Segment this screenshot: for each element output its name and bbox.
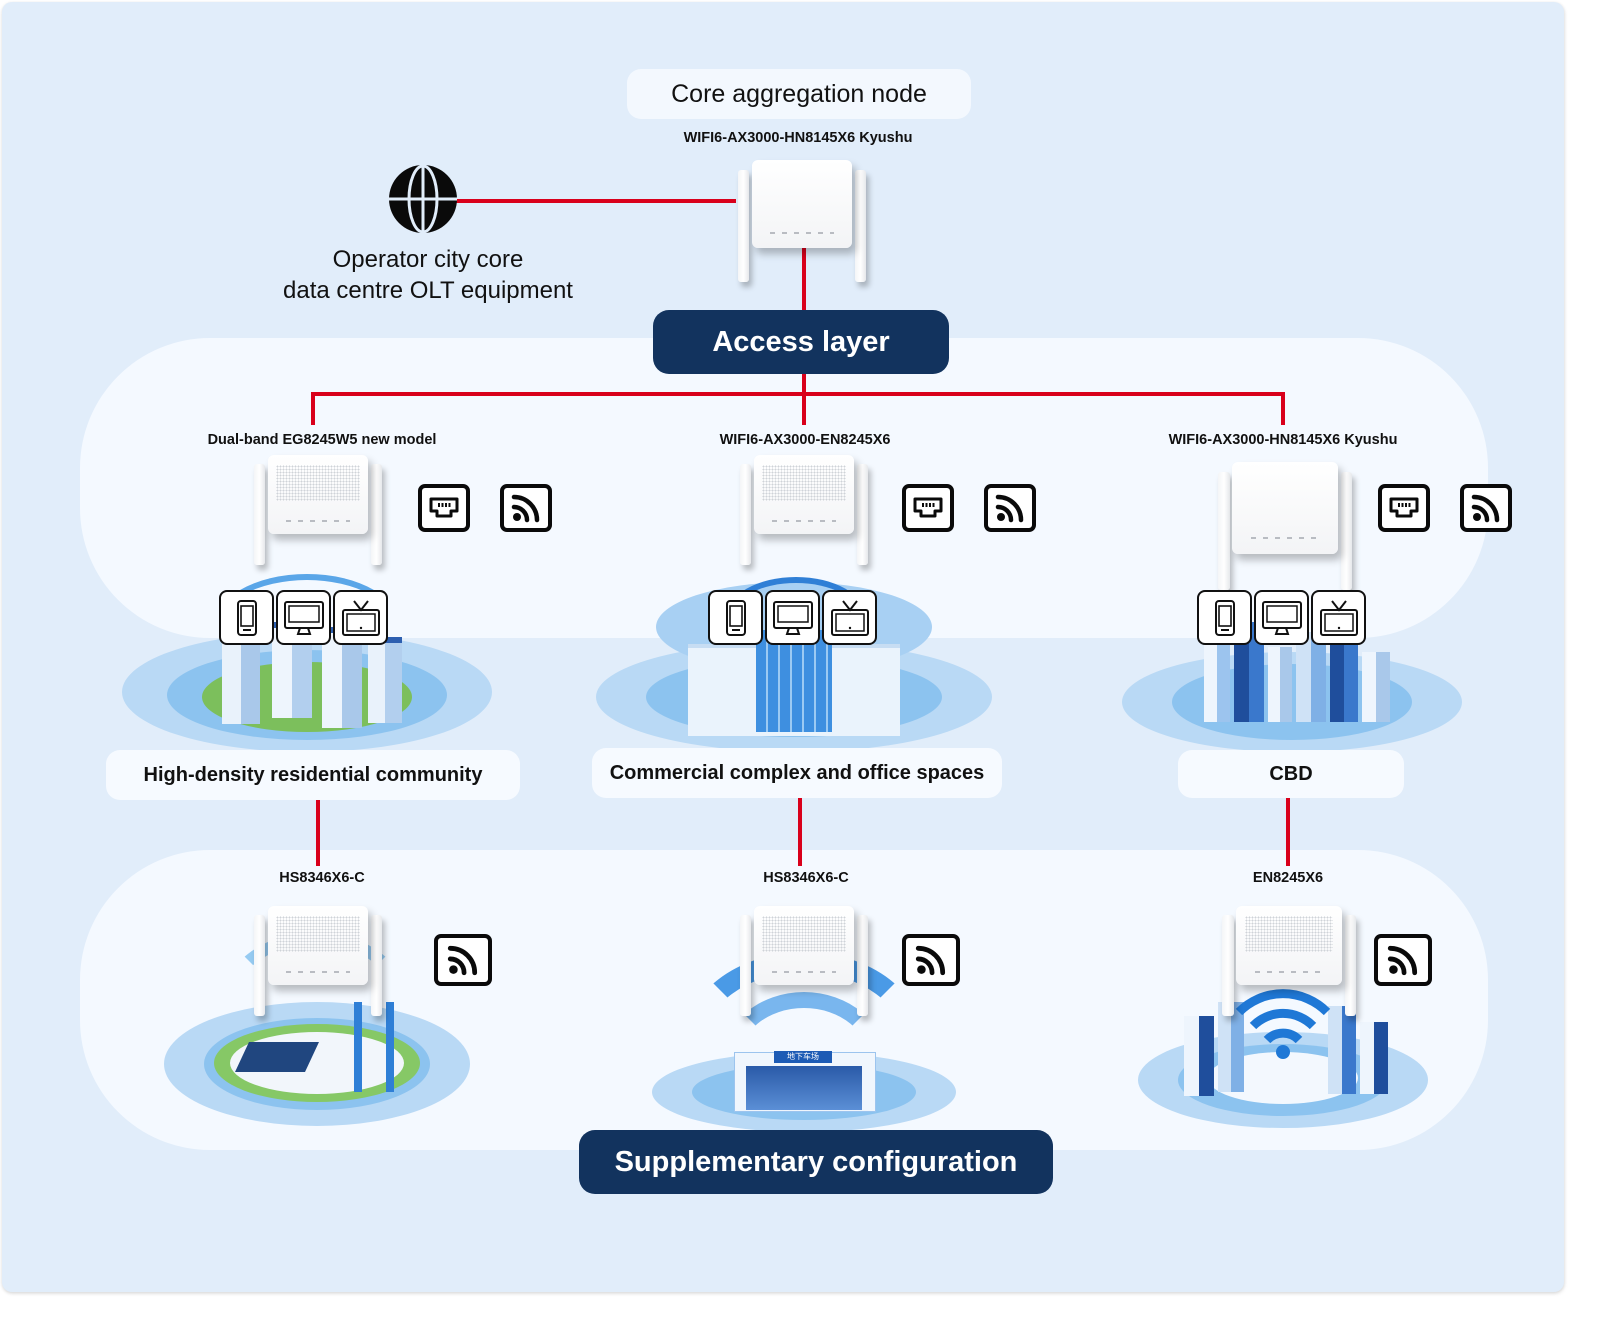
access-node-3-model: WIFI6-AX3000-HN8145X6 Kyushu xyxy=(1168,432,1398,448)
link-supp-left xyxy=(316,798,320,866)
link-supp-center xyxy=(798,798,802,866)
access-node-3-router-image xyxy=(1212,462,1358,590)
supp-node-3-model: EN8245X6 xyxy=(1252,870,1324,886)
supp-node-1-router-image xyxy=(248,906,388,1016)
globe-icon xyxy=(389,164,457,234)
ethernet-port-icon xyxy=(418,484,470,532)
smartphone-icon xyxy=(708,590,763,645)
access-node-1-devices xyxy=(219,590,388,645)
desktop-monitor-icon xyxy=(276,590,331,645)
wireless-signal-icon xyxy=(902,934,960,986)
link-access-right-drop xyxy=(1281,392,1285,425)
underground-parking-illustration: 地下车场 xyxy=(652,952,956,1132)
wireless-signal-icon xyxy=(1460,484,1512,532)
access-node-2-router-image xyxy=(734,455,874,565)
access-node-2-model: WIFI6-AX3000-EN8245X6 xyxy=(719,432,891,448)
ethernet-port-icon xyxy=(1378,484,1430,532)
commercial-complex-illustration xyxy=(596,572,992,752)
link-globe-to-core xyxy=(454,199,736,203)
wireless-signal-icon xyxy=(434,934,492,986)
tv-icon xyxy=(1311,590,1366,645)
link-access-stem xyxy=(802,374,806,396)
supplementary-configuration-title: Supplementary configuration xyxy=(579,1130,1053,1194)
supp-node-3-router-image xyxy=(1216,906,1362,1016)
core-aggregation-title: Core aggregation node xyxy=(627,69,971,119)
wireless-signal-icon xyxy=(984,484,1036,532)
wifi-icon xyxy=(1235,989,1331,1059)
wireless-signal-icon xyxy=(1374,934,1432,986)
diagram-canvas: Core aggregation node WIFI6-AX3000-HN814… xyxy=(2,2,1564,1292)
scene-label-cbd: CBD xyxy=(1178,750,1404,798)
link-supp-right xyxy=(1286,798,1290,866)
smartphone-icon xyxy=(219,590,274,645)
operator-olt-label: Operator city core data centre OLT equip… xyxy=(222,244,634,306)
access-node-2-devices xyxy=(708,590,877,645)
access-layer-title: Access layer xyxy=(653,310,949,374)
link-access-center-drop xyxy=(802,392,806,425)
ethernet-port-icon xyxy=(902,484,954,532)
link-access-left-drop xyxy=(311,392,315,425)
outdoor-gym-illustration xyxy=(164,932,470,1128)
scene-label-commercial: Commercial complex and office spaces xyxy=(592,748,1002,798)
desktop-monitor-icon xyxy=(765,590,820,645)
supp-node-2-router-image xyxy=(734,906,874,1016)
wireless-signal-icon xyxy=(500,484,552,532)
supp-node-2-model: HS8346X6-C xyxy=(763,870,849,886)
desktop-monitor-icon xyxy=(1254,590,1309,645)
link-access-bus xyxy=(311,392,1285,396)
cbd-illustration xyxy=(1122,602,1462,752)
parking-sign: 地下车场 xyxy=(774,1051,832,1063)
smartphone-icon xyxy=(1197,590,1252,645)
core-model-label: WIFI6-AX3000-HN8145X6 Kyushu xyxy=(683,130,913,146)
tv-icon xyxy=(333,590,388,645)
operator-olt-label-line1: Operator city core xyxy=(332,246,524,273)
link-core-to-access xyxy=(802,230,806,314)
operator-olt-label-line2: data centre OLT equipment xyxy=(283,277,573,304)
city-plaza-wifi-illustration xyxy=(1138,982,1428,1128)
supp-node-1-model: HS8346X6-C xyxy=(279,870,365,886)
scene-label-residential: High-density residential community xyxy=(106,750,520,800)
access-node-1-model: Dual-band EG8245W5 new model xyxy=(207,432,437,448)
access-node-1-router-image xyxy=(248,455,388,565)
access-node-3-devices xyxy=(1197,590,1366,645)
core-router-image xyxy=(732,160,872,282)
tv-icon xyxy=(822,590,877,645)
